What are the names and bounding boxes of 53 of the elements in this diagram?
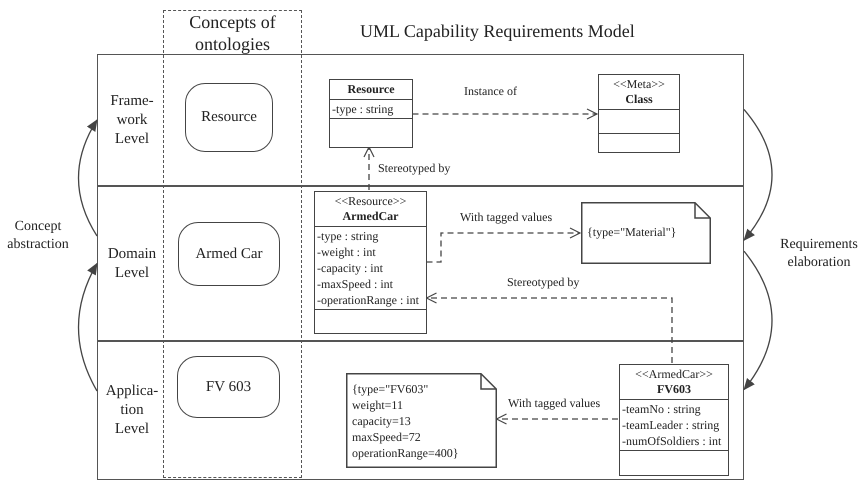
swimlane xyxy=(97,186,744,341)
column-title: Concepts of ontologies xyxy=(188,11,277,55)
attribute-text: -type : string xyxy=(332,101,394,117)
edge-label: Stereotyped by xyxy=(505,275,582,290)
class-box xyxy=(598,74,680,153)
note-text: maxSpeed=72 xyxy=(352,429,422,445)
concept-node: FV 603 xyxy=(177,356,280,418)
attribute-text: -operationRange : int xyxy=(317,292,420,308)
concept-node: Armed Car xyxy=(178,222,280,286)
curved-arrow xyxy=(78,262,98,392)
edge-label: With tagged values xyxy=(458,210,554,225)
stereotype-text: <<ArmedCar>> xyxy=(634,367,714,382)
note-text: {type="FV603" xyxy=(352,381,430,397)
lane-label: Frame- work Level xyxy=(109,92,155,148)
attribute-text: -numOfSoldiers : int xyxy=(622,433,722,449)
dashed-arrow xyxy=(363,146,375,190)
class-box xyxy=(619,364,729,476)
edge-label: Stereotyped by xyxy=(376,161,452,176)
class-box xyxy=(329,79,413,148)
note-text: weight=11 xyxy=(352,397,404,413)
note-box xyxy=(581,202,711,264)
attribute-text: -teamLeader : string xyxy=(622,417,720,433)
diagram-title: UML Capability Requirements Model xyxy=(360,22,635,40)
class-name: Resource xyxy=(346,82,396,97)
dashed-arrow xyxy=(426,227,581,263)
note-text: operationRange=400} xyxy=(352,445,460,461)
attribute-text: -maxSpeed : int xyxy=(317,276,394,292)
attribute-text: -weight : int xyxy=(317,244,377,260)
class-name: ArmedCar xyxy=(342,209,400,224)
note-box xyxy=(346,373,497,468)
curved-arrow xyxy=(743,109,773,242)
curved-arrow xyxy=(743,250,773,390)
edge-label: With tagged values xyxy=(506,396,602,411)
annotation-text: Requirements elaboration xyxy=(779,236,859,272)
curved-arrow xyxy=(78,119,98,236)
class-name: Class xyxy=(624,92,654,107)
attribute-text: -teamNo : string xyxy=(622,401,702,417)
note-text: capacity=13 xyxy=(352,413,412,429)
class-box xyxy=(314,191,427,334)
concept-node: Resource xyxy=(185,83,273,152)
dashed-arrow xyxy=(412,108,598,120)
lane-label: Domain Level xyxy=(106,244,158,282)
annotation-text: Concept abstraction xyxy=(6,218,70,254)
class-name: FV603 xyxy=(656,382,692,397)
dashed-arrow xyxy=(496,413,618,425)
dashed-arrow xyxy=(426,292,673,363)
note-text: {type="Material"} xyxy=(587,224,678,240)
lane-label: Applica- tion Level xyxy=(104,382,160,439)
stereotype-text: <<Resource>> xyxy=(334,194,408,209)
attribute-text: -type : string xyxy=(317,228,380,244)
swimlane xyxy=(97,54,744,186)
stereotype-text: <<Meta>> xyxy=(612,77,666,92)
attribute-text: -capacity : int xyxy=(317,260,384,276)
